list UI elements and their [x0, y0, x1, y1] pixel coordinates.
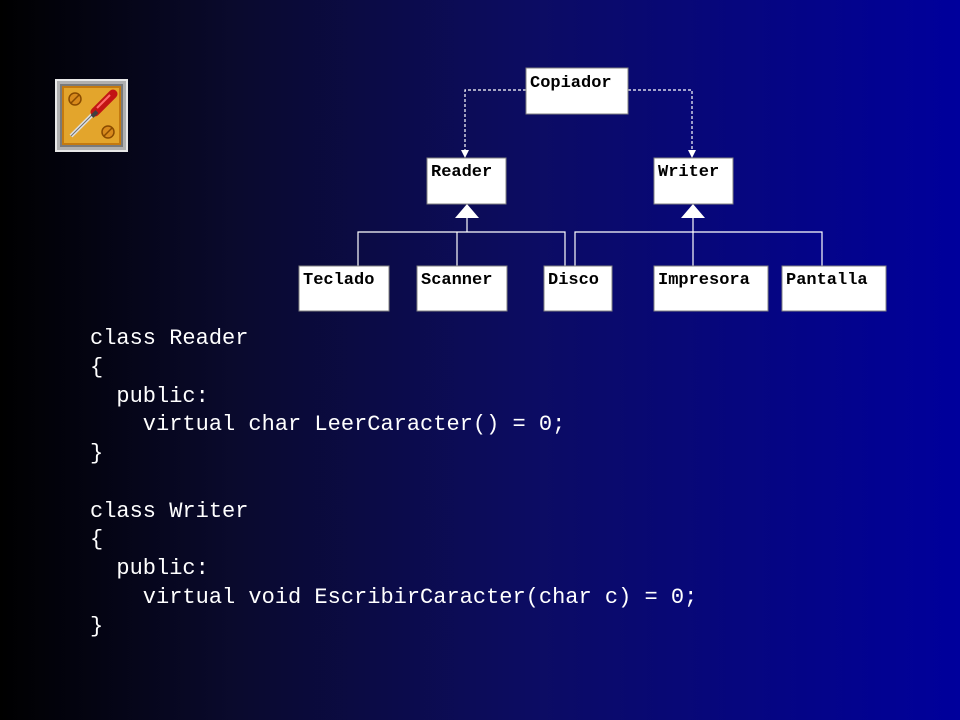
- code-line: class Writer: [90, 498, 249, 524]
- inheritance-connectors: [357, 218, 823, 266]
- box-disco-label: Disco: [548, 271, 599, 290]
- box-scanner-label: Scanner: [421, 271, 492, 290]
- box-disco: Disco: [543, 265, 613, 312]
- code-line: {: [90, 527, 104, 553]
- box-teclado: Teclado: [298, 265, 390, 312]
- box-writer: Writer: [653, 157, 734, 205]
- dependency-connectors: [464, 89, 693, 152]
- code-line: public:: [90, 383, 209, 409]
- box-reader: Reader: [426, 157, 507, 205]
- code-line: }: [90, 441, 104, 466]
- arrowhead-to-writer: [688, 150, 696, 158]
- box-pantalla-label: Pantalla: [786, 271, 868, 290]
- class-diagram: Copiador Reader Writer Teclado Scanner D…: [298, 67, 887, 312]
- box-scanner: Scanner: [416, 265, 508, 312]
- box-writer-label: Writer: [658, 163, 719, 182]
- code-line: [90, 469, 697, 498]
- box-impresora: Impresora: [653, 265, 769, 312]
- box-copiador-label: Copiador: [530, 74, 612, 93]
- screwdriver-tool-icon: [55, 79, 128, 152]
- code-line: class Reader: [90, 326, 249, 351]
- inheritance-triangle-writer: [681, 204, 705, 218]
- code-line: }: [90, 613, 104, 639]
- arrowhead-to-reader: [461, 150, 469, 158]
- box-reader-label: Reader: [431, 163, 492, 182]
- box-pantalla: Pantalla: [781, 265, 887, 312]
- inheritance-triangle-reader: [455, 204, 479, 218]
- box-copiador: Copiador: [525, 67, 629, 115]
- code-line: virtual char LeerCaracter() = 0;: [90, 412, 566, 438]
- code-line: {: [90, 354, 104, 380]
- code-listing: class Reader { public: virtual char Leer…: [90, 325, 697, 641]
- code-line: virtual void EscribirCaracter(char c) = …: [90, 584, 698, 610]
- box-impresora-label: Impresora: [658, 271, 750, 290]
- box-teclado-label: Teclado: [303, 271, 374, 290]
- code-line: public:: [90, 556, 209, 581]
